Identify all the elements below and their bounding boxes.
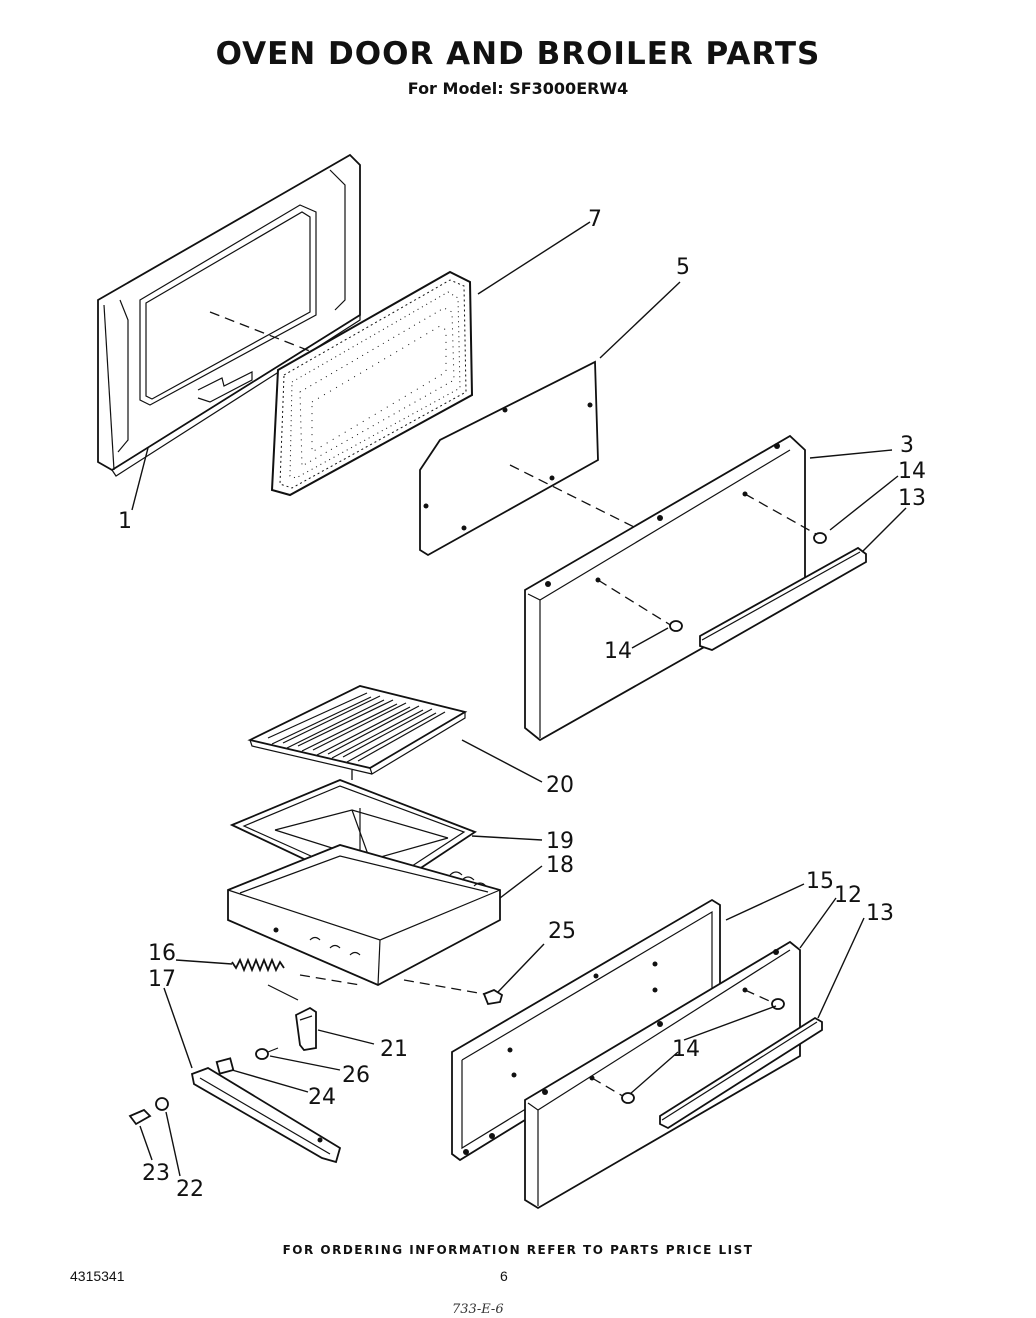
part-25-clip [482,988,504,1006]
part-17-slide-rail [190,1067,342,1164]
part-3-outer-door [524,434,817,742]
callout-13-bottom: 13 [866,901,894,926]
callout-18: 18 [546,853,574,878]
part-13-door-handle-upper [699,546,867,651]
callout-23: 23 [142,1161,170,1186]
part-16-spring [231,957,299,1001]
callout-3: 3 [900,433,914,458]
model-number: SF3000ERW4 [509,79,629,98]
callout-14-mid: 14 [604,639,632,664]
part-23-bolt [128,1108,152,1126]
model-label: For Model: [407,79,504,98]
part-22-washer [155,1097,169,1111]
part-14-spacers-upper [669,532,827,632]
part-12-drawer-front [524,940,801,1210]
part-1-inner-door-frame [97,153,361,477]
callout-5: 5 [676,255,690,280]
callout-26: 26 [342,1063,370,1088]
page-title: OVEN DOOR AND BROILER PARTS [215,36,821,72]
callout-14-bottom: 14 [672,1037,700,1062]
part-5-inner-panel [419,360,641,557]
document-number: 4315341 [70,1268,125,1284]
callout-1: 1 [118,509,132,534]
part-24-nut [215,1057,235,1075]
part-26-screw [255,1047,279,1060]
part-18-broiler-pan [227,844,501,996]
callout-14-top: 14 [898,459,926,484]
callout-15: 15 [806,869,834,894]
callout-16: 16 [148,941,176,966]
model-subtitle: For Model: SF3000ERW4 [0,79,1036,98]
callout-12: 12 [834,883,862,908]
part-13-drawer-handle-lower [659,1016,823,1130]
part-7-insulation-pad [270,270,474,497]
leader-lines [131,221,907,1177]
handwritten-code: 733-E-6 [452,1302,504,1317]
callout-labels: 7 5 1 3 14 13 14 20 19 18 15 12 13 25 16… [118,207,926,1202]
callout-7: 7 [588,207,602,232]
page-number: 6 [500,1268,508,1284]
callout-17: 17 [148,967,176,992]
ordering-note: FOR ORDERING INFORMATION REFER TO PARTS … [282,1243,754,1257]
callout-24: 24 [308,1085,336,1110]
callout-22: 22 [176,1177,204,1202]
callout-25: 25 [548,919,576,944]
callout-21: 21 [380,1037,408,1062]
alignment-line [209,311,321,356]
part-21-bracket [295,1006,317,1051]
callout-20: 20 [546,773,574,798]
callout-13-top: 13 [898,486,926,511]
callout-19: 19 [546,829,574,854]
